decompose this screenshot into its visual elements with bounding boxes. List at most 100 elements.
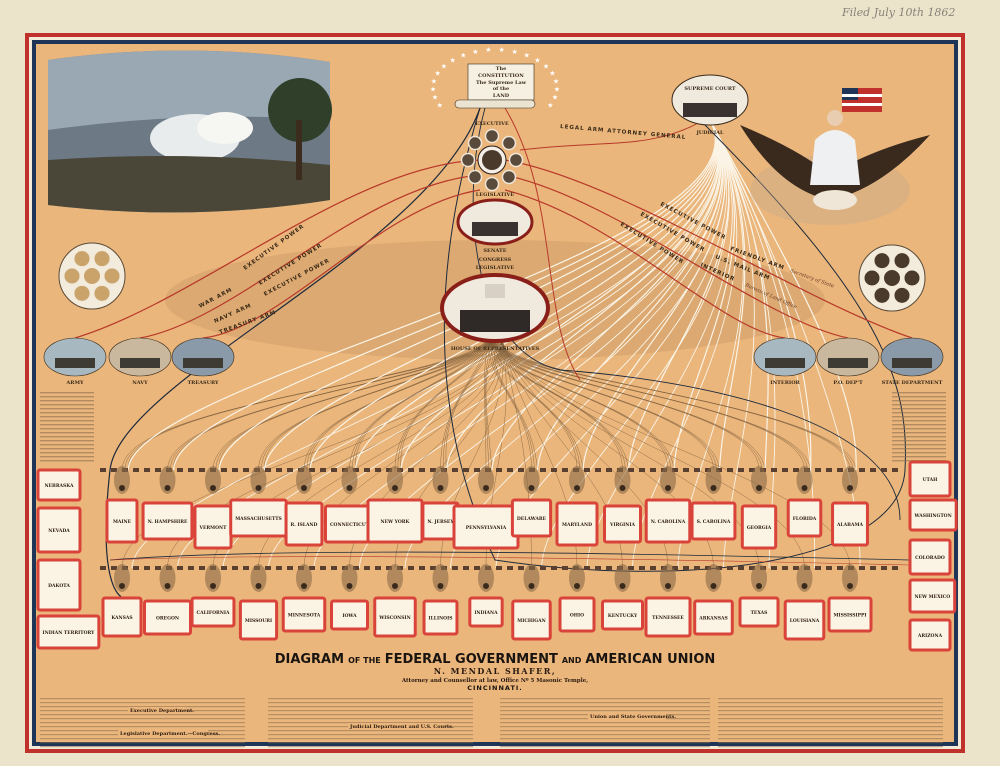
state-junction-knot bbox=[705, 564, 722, 592]
state-n-hampshire[interactable]: N. HAMPSHIRE bbox=[141, 501, 194, 541]
author-name: N. MENDAL SHAFER, bbox=[434, 666, 556, 676]
state-alabama[interactable]: ALABAMA bbox=[831, 501, 869, 547]
state-utah[interactable]: UTAH bbox=[908, 460, 952, 498]
state-name: INDIANA bbox=[474, 610, 498, 616]
state-s-carolina[interactable]: S. CAROLINA bbox=[690, 501, 737, 541]
vignette-caption: STATE DEPARTMENT bbox=[882, 380, 943, 386]
state-oregon[interactable]: OREGON bbox=[143, 599, 192, 636]
portrait-icon bbox=[93, 250, 111, 268]
connection-line bbox=[497, 334, 766, 471]
star-icon: ★ bbox=[441, 62, 447, 70]
state-r-island[interactable]: R. ISLAND bbox=[284, 501, 324, 547]
state-junction-knot bbox=[660, 466, 676, 494]
navy-arm-line bbox=[139, 174, 481, 339]
state-massachusetts[interactable]: MASSACHUSETTS bbox=[229, 498, 288, 538]
judicial-line bbox=[536, 119, 724, 471]
state-junction-knot bbox=[205, 564, 221, 592]
connection-line bbox=[394, 334, 491, 471]
treasury-arm-line bbox=[202, 189, 481, 339]
vignette-caption: INTERIOR bbox=[770, 380, 800, 386]
star-icon: ★ bbox=[553, 77, 559, 85]
star-icon: ★ bbox=[485, 46, 491, 54]
state-name: GEORGIA bbox=[747, 525, 772, 531]
state-name: NEBRASKA bbox=[44, 483, 74, 489]
state-name: WASHINGTON bbox=[914, 513, 952, 519]
judicial-label: JUDICIAL bbox=[695, 130, 724, 136]
state-arizona[interactable]: ARIZONA bbox=[908, 618, 952, 652]
state-ohio[interactable]: OHIO bbox=[558, 596, 596, 633]
state-california[interactable]: CALIFORNIA bbox=[190, 596, 236, 628]
state-name: MASSACHUSETTS bbox=[235, 516, 282, 522]
state-junction-knot bbox=[478, 466, 494, 494]
house-vignette: CONGRESS LEGISLATIVE HOUSE OF REPRESENTA… bbox=[440, 257, 550, 352]
state-dakota[interactable]: DAKOTA bbox=[36, 558, 82, 612]
senate-vignette: LEGISLATIVE SENATE bbox=[456, 192, 534, 254]
state-name: MARYLAND bbox=[562, 522, 592, 528]
state-new-mexico[interactable]: NEW MEXICO bbox=[908, 578, 957, 614]
state-name: MISSISSIPPI bbox=[834, 613, 867, 619]
state-mississippi[interactable]: MISSISSIPPI bbox=[827, 596, 873, 633]
state-minnesota[interactable]: MINNESOTA bbox=[281, 596, 327, 633]
state-kansas[interactable]: KANSAS bbox=[101, 596, 143, 638]
state-new-york[interactable]: NEW YORK bbox=[366, 498, 424, 544]
state-junction-knot bbox=[159, 564, 176, 592]
state-junction-knot bbox=[114, 466, 130, 494]
state-arkansas[interactable]: ARKANSAS bbox=[693, 599, 734, 636]
state-junction-knot bbox=[296, 466, 312, 494]
state-junction-knot bbox=[387, 466, 403, 494]
state-georgia[interactable]: GEORGIA bbox=[740, 504, 778, 550]
connection-line bbox=[492, 334, 581, 471]
state-virginia[interactable]: VIRGINIA bbox=[603, 504, 642, 544]
state-kentucky[interactable]: KENTUCKY bbox=[601, 599, 644, 631]
state-illinois[interactable]: ILLINOIS bbox=[422, 599, 459, 636]
star-icon: ★ bbox=[431, 77, 437, 85]
connection-line bbox=[484, 334, 491, 471]
congress-label: CONGRESS bbox=[479, 257, 512, 263]
connection-line bbox=[105, 107, 481, 601]
star-icon: ★ bbox=[432, 94, 438, 102]
state-delaware[interactable]: DELAWARE bbox=[510, 498, 553, 538]
connection-line bbox=[355, 334, 499, 471]
portrait-icon bbox=[63, 267, 81, 285]
state-name: OREGON bbox=[156, 616, 179, 622]
state-junction-knot bbox=[796, 564, 813, 592]
war-arm-line bbox=[74, 159, 481, 339]
portrait-icon bbox=[460, 152, 476, 168]
state-name: NEVADA bbox=[48, 528, 70, 534]
star-icon: ★ bbox=[552, 94, 558, 102]
star-icon: ★ bbox=[549, 70, 555, 78]
state-maine[interactable]: MAINE bbox=[105, 498, 139, 544]
state-nebraska[interactable]: NEBRASKA bbox=[36, 468, 82, 502]
star-icon: ★ bbox=[547, 101, 553, 109]
state-name: DAKOTA bbox=[48, 583, 70, 589]
portrait-icon bbox=[873, 286, 891, 304]
state-iowa[interactable]: IOWA bbox=[330, 599, 369, 631]
connection-line bbox=[496, 334, 629, 471]
state-indiana[interactable]: INDIANA bbox=[468, 596, 504, 628]
state-louisiana[interactable]: LOUISIANA bbox=[783, 599, 826, 641]
connection-line bbox=[493, 334, 672, 471]
state-maryland[interactable]: MARYLAND bbox=[555, 501, 599, 547]
connection-line bbox=[443, 334, 495, 471]
state-junction-knot bbox=[432, 564, 449, 592]
connection-line bbox=[352, 334, 495, 471]
state-pennsylvania[interactable]: PENNSYLVANIA bbox=[452, 504, 520, 550]
state-florida[interactable]: FLORIDA bbox=[786, 498, 823, 538]
state-michigan[interactable]: MICHIGAN bbox=[511, 599, 552, 641]
state-vermont[interactable]: VERMONT bbox=[193, 504, 233, 550]
state-connecticut[interactable]: CONNECTICUT bbox=[323, 504, 376, 544]
state-tennessee[interactable]: TENNESSEE bbox=[644, 596, 692, 638]
portrait-icon bbox=[73, 284, 91, 302]
state-washington[interactable]: WASHINGTON bbox=[908, 498, 958, 532]
state-texas[interactable]: TEXAS bbox=[738, 596, 780, 628]
state-nevada[interactable]: NEVADA bbox=[36, 506, 82, 554]
state-name: ARKANSAS bbox=[698, 616, 728, 622]
state-colorado[interactable]: COLORADO bbox=[908, 538, 952, 576]
state-name: MAINE bbox=[113, 519, 132, 525]
connection-line bbox=[489, 334, 623, 471]
state-missouri[interactable]: MISSOURI bbox=[238, 599, 279, 641]
state-indian-territory[interactable]: INDIAN TERRITORY bbox=[36, 614, 101, 650]
state-n-carolina[interactable]: N. CAROLINA bbox=[644, 498, 692, 544]
star-icon: ★ bbox=[534, 56, 540, 64]
state-wisconsin[interactable]: WISCONSIN bbox=[373, 596, 417, 638]
